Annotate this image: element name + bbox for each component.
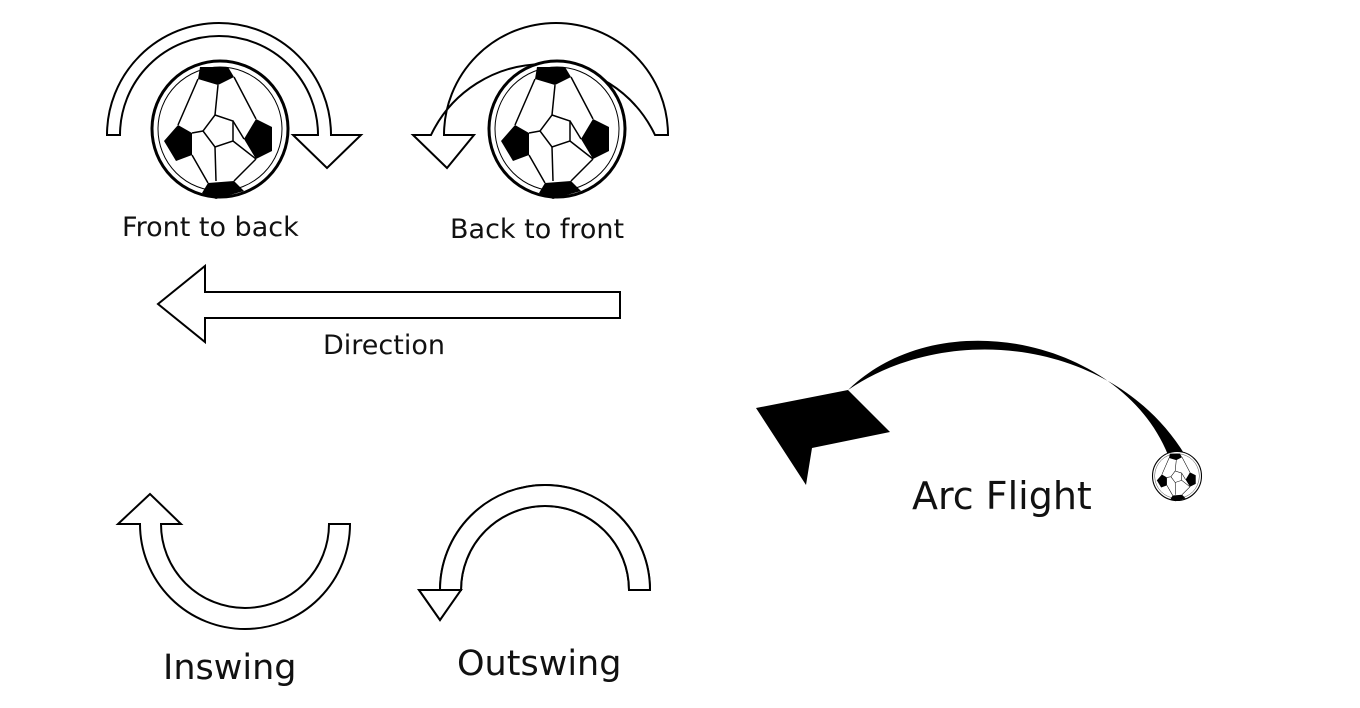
inswing-arrow-icon — [115, 492, 352, 630]
front-to-back-spin-arrow-icon — [105, 22, 364, 170]
front-to-back-ball-icon — [150, 59, 290, 201]
outswing-label: Outswing — [457, 644, 622, 684]
outswing-arrow-icon — [417, 484, 652, 622]
arc-flight-ball-icon — [1151, 450, 1203, 502]
inswing-label: Inswing — [163, 648, 297, 688]
front-to-back-label: Front to back — [122, 212, 299, 243]
back-to-front-ball-icon — [487, 59, 627, 201]
direction-label: Direction — [323, 330, 445, 361]
direction-arrow-icon — [156, 263, 621, 345]
arc-flight-arrow-icon — [756, 340, 1185, 485]
back-to-front-label: Back to front — [450, 214, 625, 245]
arc-flight-label: Arc Flight — [912, 474, 1092, 518]
